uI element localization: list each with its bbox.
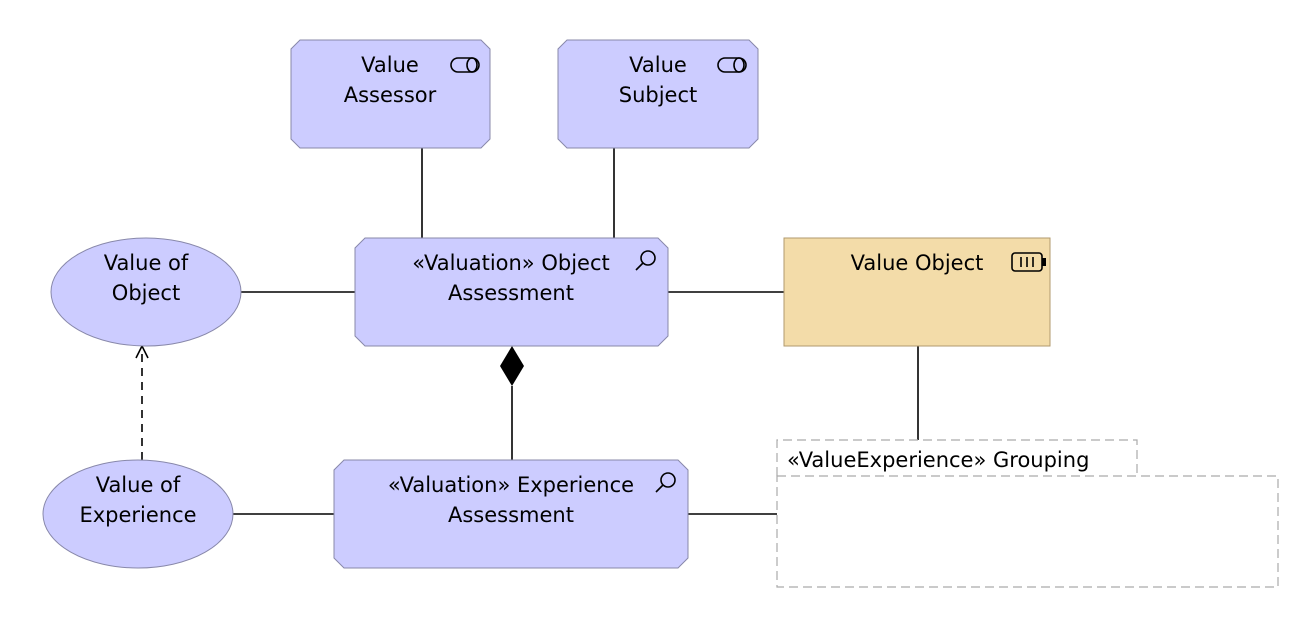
role-icon <box>450 57 480 73</box>
value-experience-grouping[interactable]: «ValueExperience» Grouping <box>776 439 1279 588</box>
experience-assessment-shape <box>333 459 689 569</box>
object-assessment-shape <box>354 237 669 347</box>
role-icon <box>717 57 747 73</box>
value-of-object-label-line2: Object <box>112 281 180 305</box>
grouping-tab-shape <box>776 439 1138 476</box>
value-subject-node[interactable]: Value Subject <box>557 39 759 149</box>
value-of-experience-node[interactable]: Value of Experience <box>42 459 234 569</box>
value-of-object-label-line1: Value of <box>104 251 189 275</box>
value-assessor-label-line1: Value <box>361 53 419 77</box>
value-assessor-label-line2: Assessor <box>344 83 437 107</box>
object-assessment-label-line2: Assessment <box>448 281 574 305</box>
composition-diamond <box>500 346 524 386</box>
value-assessor-shape <box>290 39 491 149</box>
value-of-experience-shape <box>42 459 234 569</box>
value-object-label: Value Object <box>851 251 984 275</box>
value-of-experience-label-line2: Experience <box>79 503 196 527</box>
grouping-label: «ValueExperience» Grouping <box>787 448 1089 472</box>
business-object-icon <box>1011 252 1046 272</box>
value-assessor-node[interactable]: Value Assessor <box>290 39 491 149</box>
experience-assessment-label-line1: «Valuation» Experience <box>388 473 634 497</box>
experience-assessment-label-line2: Assessment <box>448 503 574 527</box>
value-subject-shape <box>557 39 759 149</box>
experience-assessment-node[interactable]: «Valuation» Experience Assessment <box>333 459 689 569</box>
value-object-node[interactable]: Value Object <box>783 237 1051 347</box>
value-subject-label-line2: Subject <box>619 83 698 107</box>
value-subject-label-line1: Value <box>629 53 687 77</box>
value-of-experience-label-line1: Value of <box>96 473 181 497</box>
object-assessment-label-line1: «Valuation» Object <box>412 251 609 275</box>
object-assessment-node[interactable]: «Valuation» Object Assessment <box>354 237 669 347</box>
grouping-body-shape <box>776 475 1279 588</box>
value-of-object-shape <box>50 237 242 347</box>
value-of-object-node[interactable]: Value of Object <box>50 237 242 347</box>
assessment-icon <box>635 250 656 271</box>
connections <box>135 148 919 515</box>
assessment-icon <box>655 472 676 493</box>
value-object-shape <box>783 237 1051 347</box>
